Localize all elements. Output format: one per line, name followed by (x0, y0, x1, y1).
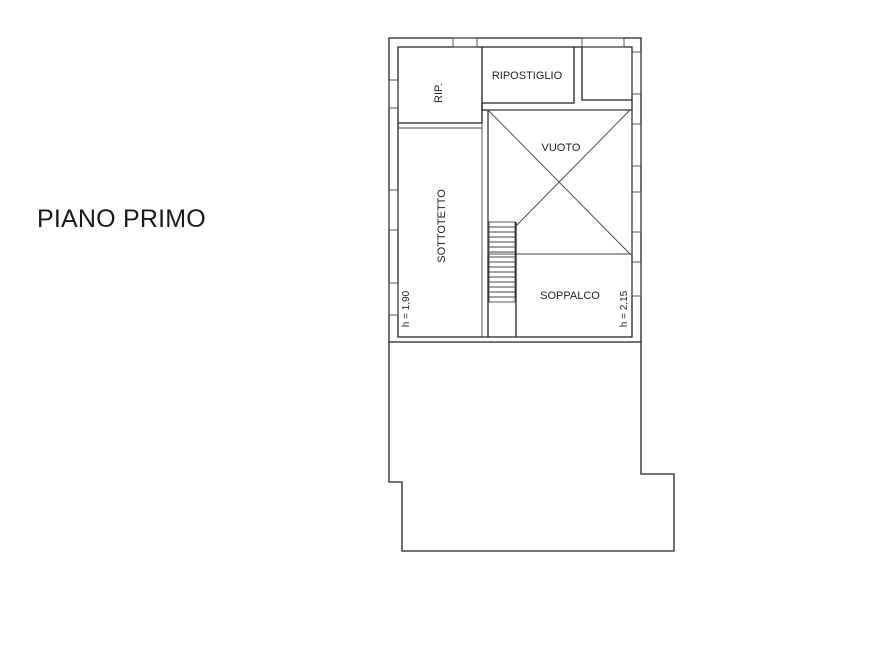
staircase (488, 221, 516, 303)
room-label-sottotetto: SOTTOTETTO (436, 189, 448, 263)
window-marks (388, 37, 642, 316)
interior-walls (398, 47, 633, 337)
room-label-soppalco: SOPPALCO (540, 290, 600, 302)
room-label-rip: RIP. (433, 83, 445, 103)
height-label-right: h = 2,15 (619, 290, 630, 327)
room-label-vuoto: VUOTO (542, 142, 581, 154)
height-label-left: h = 1,90 (401, 290, 412, 327)
terrace-outline (388, 342, 675, 552)
room-label-ripostiglio: RIPOSTIGLIO (492, 70, 563, 82)
page-title: PIANO PRIMO (37, 205, 206, 233)
